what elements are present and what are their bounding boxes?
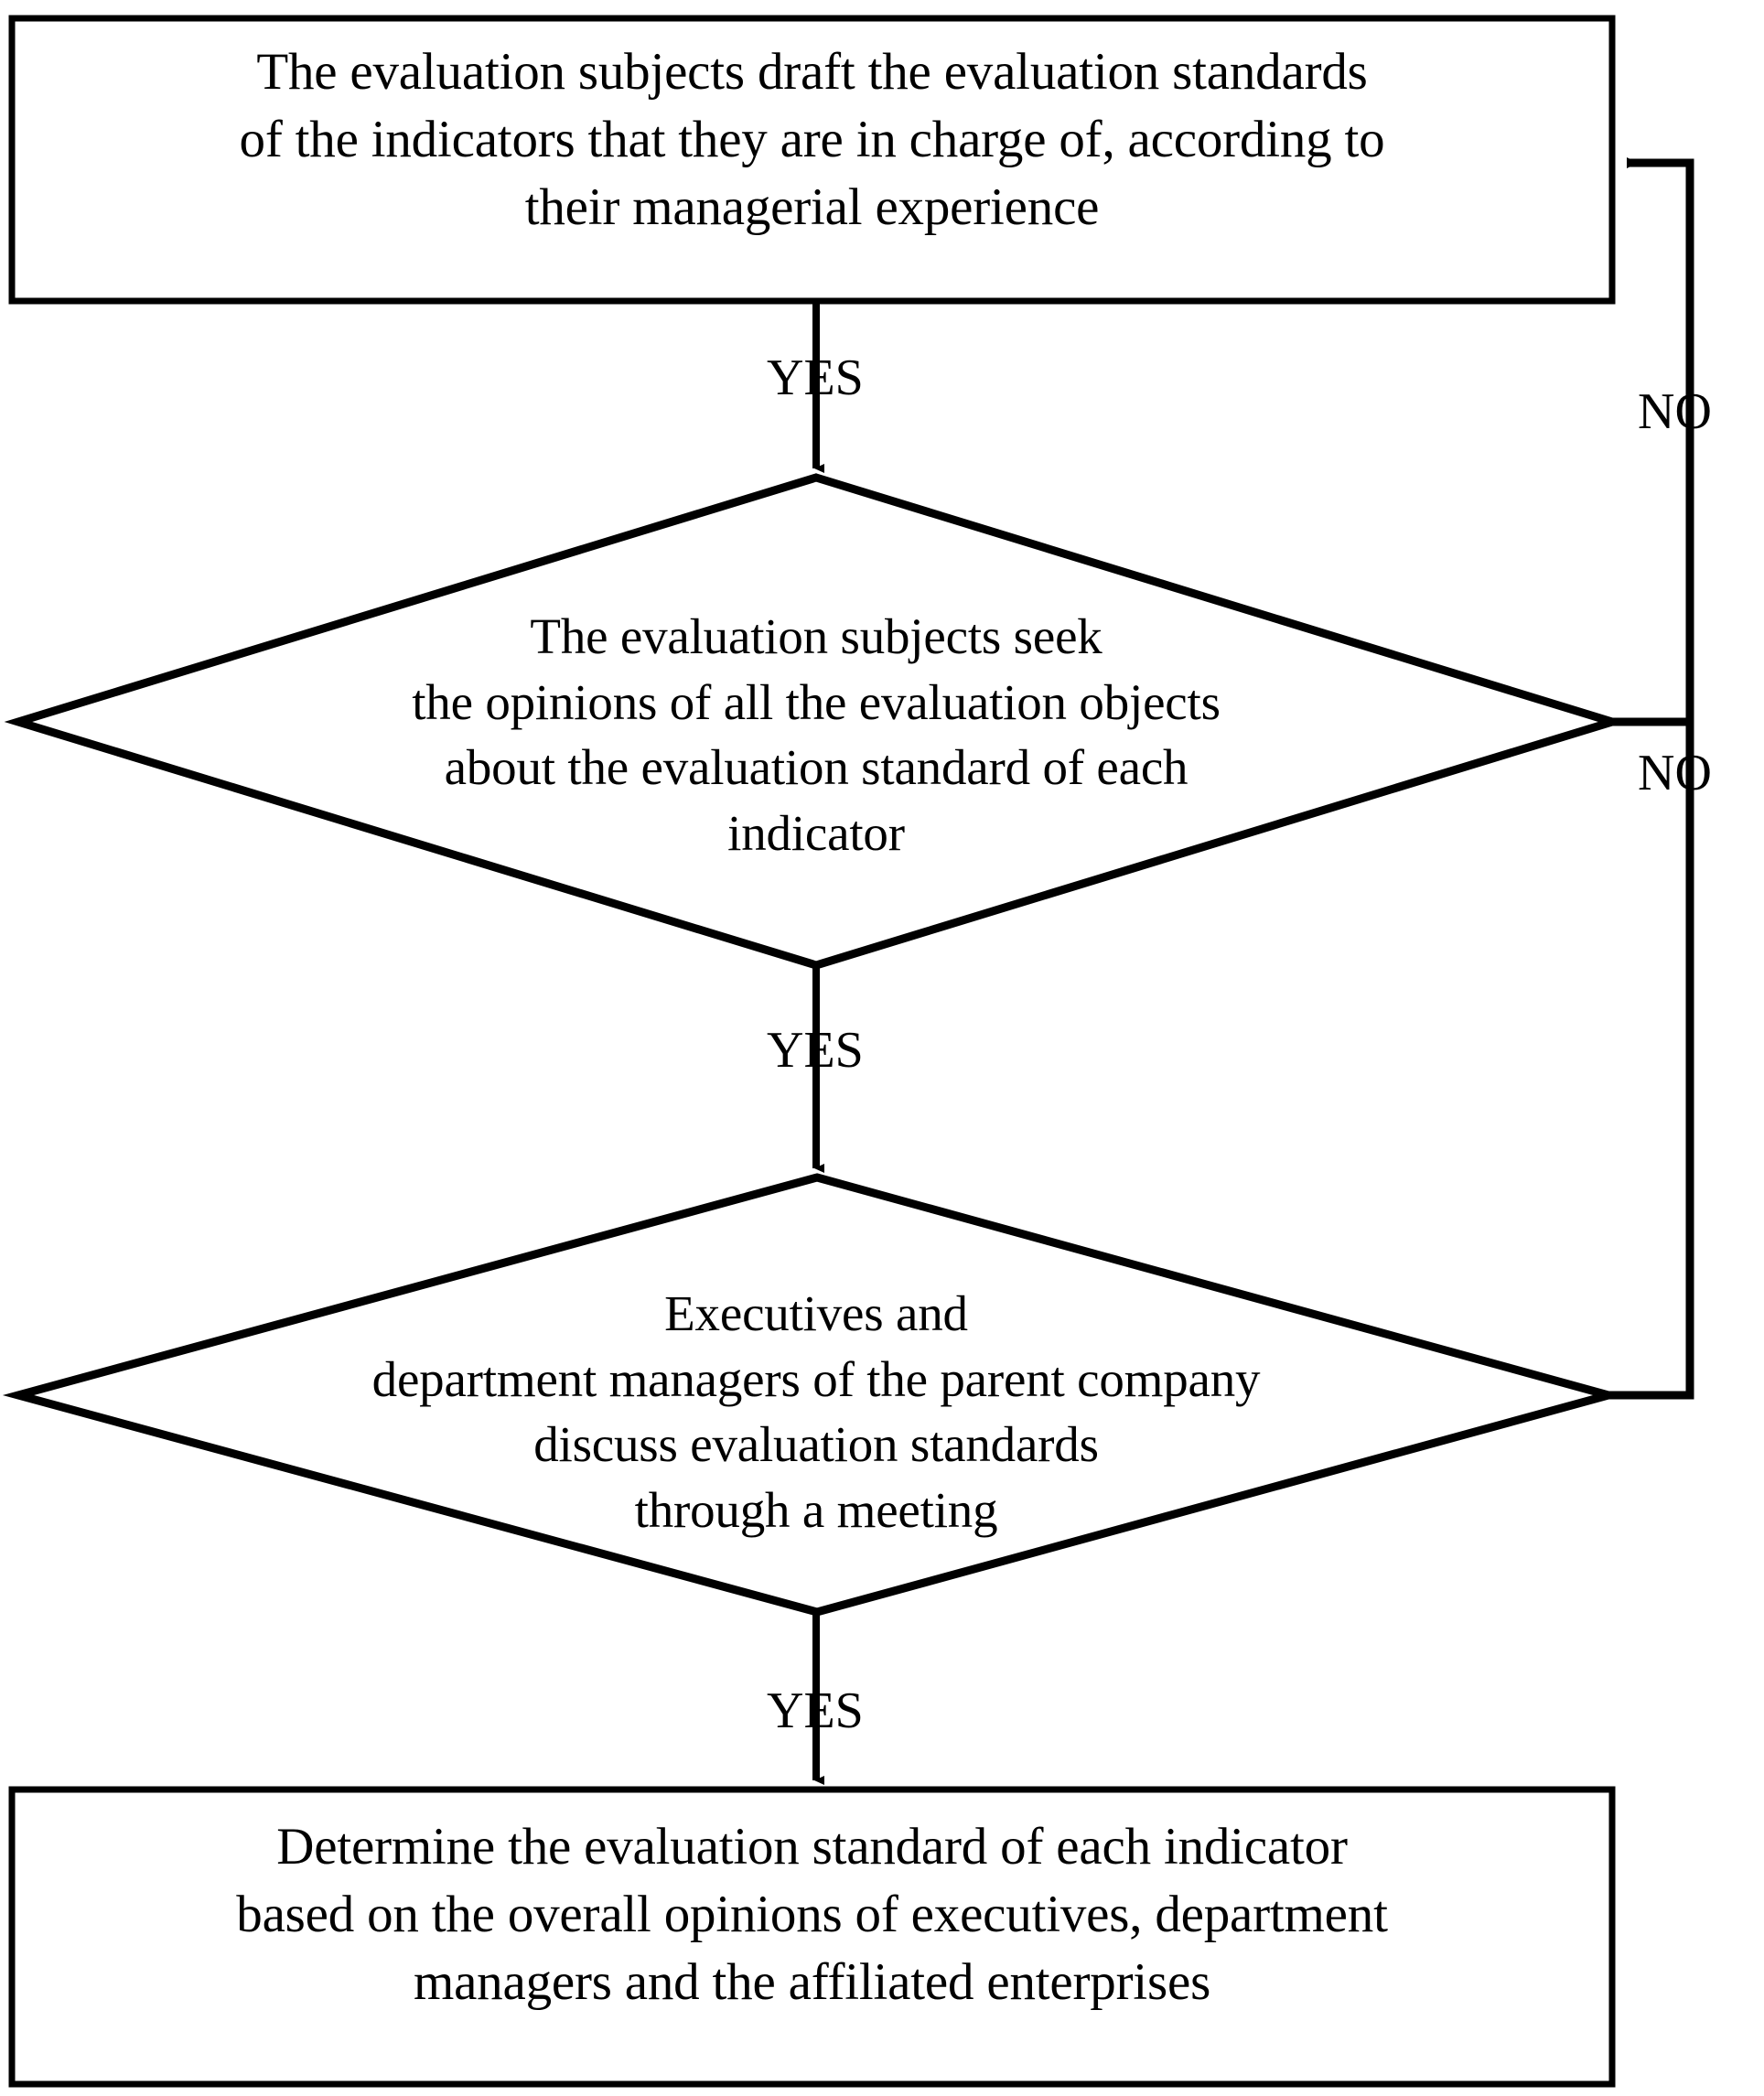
process-box-bottom xyxy=(8,1786,1616,2088)
decision-diamond-seek-opinions-label: The evaluation subjects seek the opinion… xyxy=(412,608,1221,861)
edge-label-no-diamond1-to-box1: NO xyxy=(1638,383,1712,440)
process-box-top xyxy=(8,15,1616,305)
process-box-bottom-label: Determine the evaluation standard of eac… xyxy=(236,1818,1388,2012)
edge-label-yes-box1-to-diamond1: YES xyxy=(767,349,864,406)
connector-no-diamond1-to-box1 xyxy=(1612,157,1694,726)
edge-label-yes-diamond2-to-box2: YES xyxy=(767,1682,864,1739)
process-box-top-label: The evaluation subjects draft the evalua… xyxy=(239,43,1385,237)
connector-no-diamond2-to-box1 xyxy=(1608,723,1694,1400)
edge-label-yes-diamond1-to-diamond2: YES xyxy=(767,1022,864,1079)
edge-label-no-diamond2-to-box1: NO xyxy=(1638,745,1712,801)
decision-diamond-discuss-meeting-label: Executives and department managers of th… xyxy=(371,1285,1261,1538)
